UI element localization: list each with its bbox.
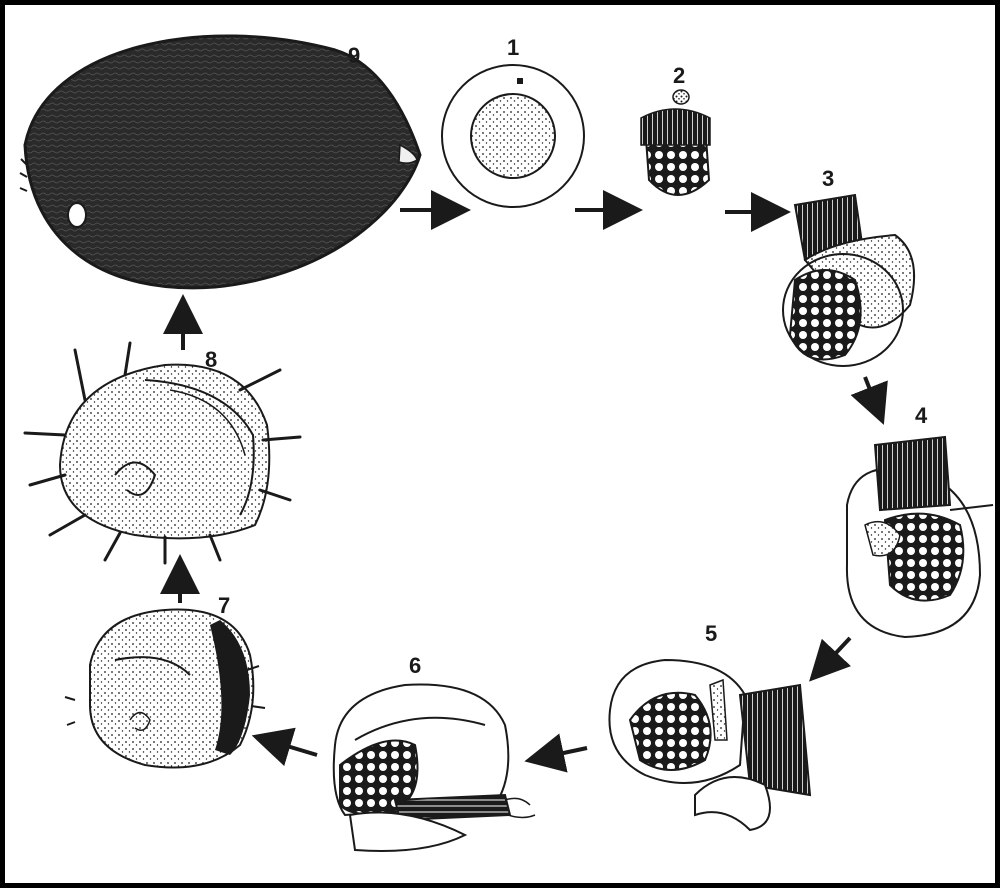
- life-cycle-illustration: [5, 5, 995, 883]
- stage-label-1: 1: [507, 37, 519, 59]
- stage-label-5: 5: [705, 623, 717, 645]
- late-veliger-stage: [609, 660, 810, 830]
- stage-label-9: 9: [348, 45, 360, 67]
- spined-juvenile-shell-stage: [25, 343, 300, 563]
- veliger-embryo-stage: [783, 195, 914, 366]
- veliger-in-capsule-stage: [847, 437, 993, 637]
- stage-label-3: 3: [822, 168, 834, 190]
- stage-label-2: 2: [673, 65, 685, 87]
- stage-label-4: 4: [915, 405, 927, 427]
- egg-stage: [442, 65, 584, 207]
- stage-label-6: 6: [409, 655, 421, 677]
- stage-label-8: 8: [205, 349, 217, 371]
- adult-shell: [20, 36, 420, 288]
- cycle-arrows: [180, 210, 878, 758]
- juvenile-shell-stage: [65, 610, 265, 768]
- arrow-5-to-6: [540, 748, 587, 758]
- arrow-4-to-5: [820, 638, 850, 670]
- pre-hatching-larva-stage: [334, 685, 535, 852]
- stage-label-7: 7: [218, 595, 230, 617]
- arrow-3-to-4: [865, 377, 878, 410]
- arrow-6-to-7: [267, 740, 317, 755]
- early-embryo-stage: [641, 90, 710, 195]
